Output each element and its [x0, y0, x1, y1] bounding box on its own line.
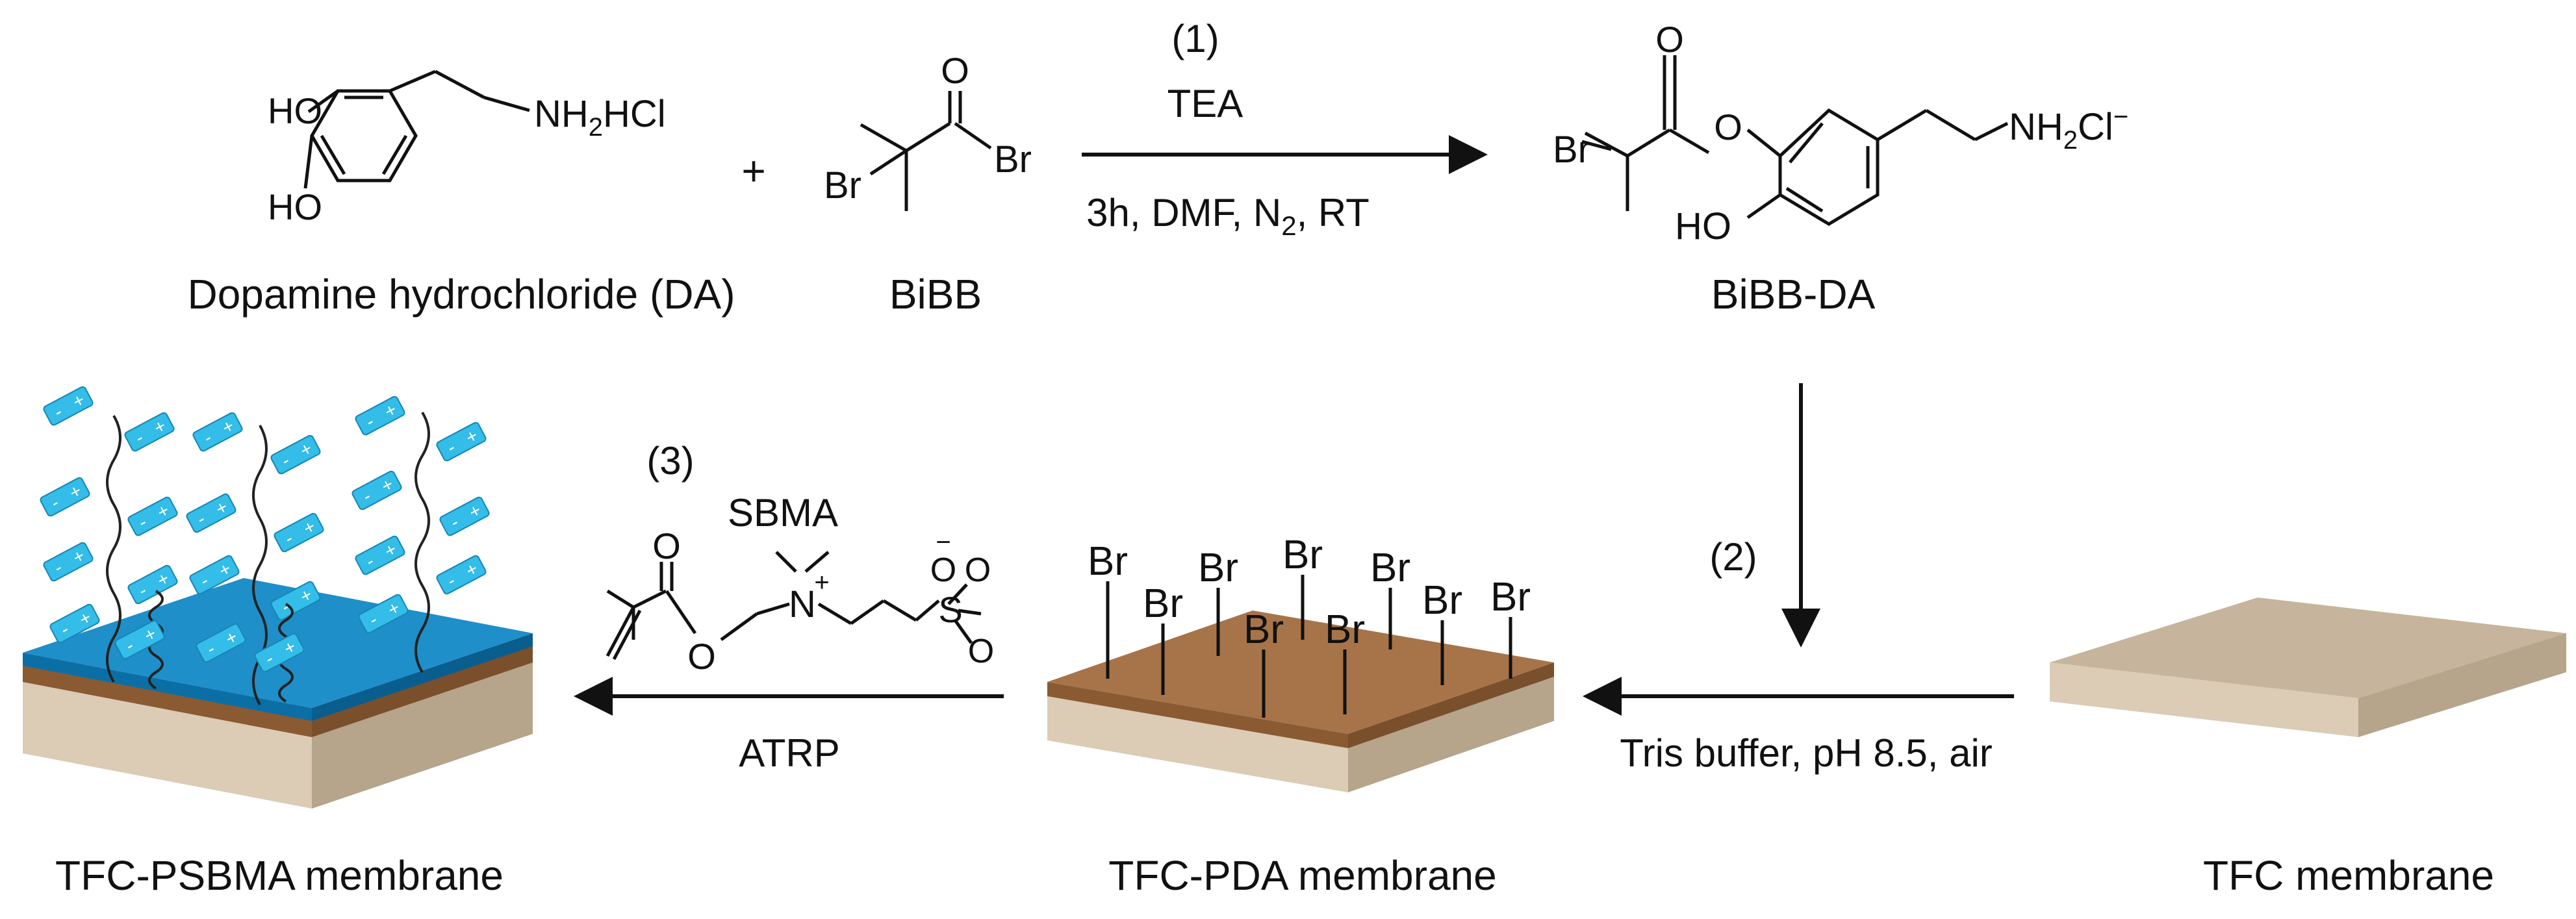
zwitterion-unit: -+ [114, 620, 165, 660]
step1-reagent: TEA [1167, 82, 1243, 125]
br-label: Br [1198, 546, 1238, 590]
br-label: Br [1143, 581, 1183, 626]
polymer-chain [414, 411, 430, 674]
bibb-da-o-ester: O [1714, 107, 1742, 147]
step2-number: (2) [1709, 535, 1757, 579]
bibb-da-br: Br [1553, 129, 1590, 171]
zwitterion-unit: -+ [124, 412, 175, 452]
bibb-da-amine: NH2Cl− [2009, 103, 2128, 155]
zwitterion-unit: -+ [49, 603, 100, 644]
step3-monomer: SBMA [728, 491, 838, 535]
tfc-pda-membrane [1047, 611, 1554, 792]
dopamine-amine: NH2HCl [534, 93, 666, 142]
tfc-pda-caption: TFC-PDA membrane [1108, 852, 1496, 899]
bibb-da-caption: BiBB-DA [1711, 271, 1876, 318]
sbma-o-top: O [965, 551, 991, 589]
plus-sign: + [741, 147, 765, 194]
zwitterion-unit: -+ [355, 396, 405, 436]
dopamine-ring [310, 89, 418, 183]
zwitterion-unit: -+ [127, 496, 178, 536]
bibb-br-acyl: Br [994, 138, 1032, 181]
sbma-o-bottom: O [968, 633, 994, 670]
tfc-caption: TFC membrane [2203, 852, 2494, 899]
sbma-o-carbonyl: O [652, 525, 681, 566]
dopamine-ho-top: HO [268, 90, 322, 131]
sbma-structure [606, 551, 982, 661]
tfc-membrane-front [2050, 662, 2358, 737]
zwitterion-unit: -+ [186, 493, 236, 533]
zwitterion-unit: -+ [43, 542, 94, 582]
br-label: Br [1325, 607, 1365, 652]
zwitterion-unit: -+ [439, 496, 490, 536]
step1-conditions: 3h, DMF, N2, RT [1086, 191, 1370, 241]
zwitterion-unit: -+ [270, 434, 321, 475]
bibb-oxygen: O [941, 50, 969, 91]
bibb-da-ho: HO [1675, 205, 1731, 247]
step3-number: (3) [646, 439, 694, 483]
sbma-s: S [938, 589, 962, 630]
sbma-n-charge: + [814, 568, 829, 597]
step2-conditions: Tris buffer, pH 8.5, air [1620, 731, 1993, 775]
dopamine-ho-bottom: HO [268, 186, 322, 227]
zwitterion-unit: -+ [127, 564, 178, 605]
zwitterion-unit: -+ [355, 535, 405, 575]
pda-layer-top [1047, 611, 1554, 734]
zwitterion-unit: -+ [274, 512, 324, 553]
bibb-da-ring [1778, 108, 1880, 226]
zwitterion-unit: -+ [358, 594, 409, 634]
bibb-caption: BiBB [889, 271, 982, 318]
sbma-o-minus: O [930, 551, 956, 589]
tfc-psbma-caption: TFC-PSBMA membrane [55, 852, 504, 899]
br-label: Br [1370, 546, 1410, 590]
zwitterion-unit: -+ [40, 477, 90, 517]
psbma-brushes: -+-+-+-+-+-+-+-+-+-+-+-+-+-+-+-+-+-+-+-+… [40, 386, 490, 705]
br-label: Br [1422, 578, 1462, 623]
sbma-o-ester: O [687, 636, 716, 677]
br-label: Br [1490, 575, 1531, 620]
zwitterion-unit: -+ [436, 422, 487, 462]
zwitterion-unit: -+ [43, 386, 94, 426]
zwitterion-unit: -+ [351, 470, 402, 510]
zwitterion-unit: -+ [254, 633, 305, 673]
br-label: Br [1282, 533, 1323, 577]
dopamine-caption: Dopamine hydrochloride (DA) [187, 271, 735, 318]
zwitterion-unit: -+ [192, 412, 243, 452]
tfc-membrane-top [2050, 598, 2566, 698]
zwitterion-unit: -+ [196, 623, 246, 663]
tfc-membrane [2050, 598, 2566, 737]
step3-method: ATRP [739, 731, 840, 775]
br-label: Br [1088, 539, 1128, 584]
dopamine-structure [303, 69, 530, 189]
step1-number: (1) [1171, 17, 1219, 60]
zwitterion-unit: -+ [189, 555, 240, 595]
bibb-da-structure [1581, 55, 2009, 226]
sbma-n: N [789, 583, 816, 625]
br-label: Br [1243, 607, 1284, 652]
bibb-da-o-carbonyl: O [1655, 19, 1684, 60]
polymer-chain [106, 414, 121, 683]
bibb-structure [860, 91, 992, 211]
tfc-membrane-right [2358, 633, 2566, 737]
sbma-o-minus-charge: − [936, 528, 950, 557]
bibb-br-alkyl: Br [824, 164, 861, 207]
zwitterion-unit: -+ [436, 555, 487, 595]
